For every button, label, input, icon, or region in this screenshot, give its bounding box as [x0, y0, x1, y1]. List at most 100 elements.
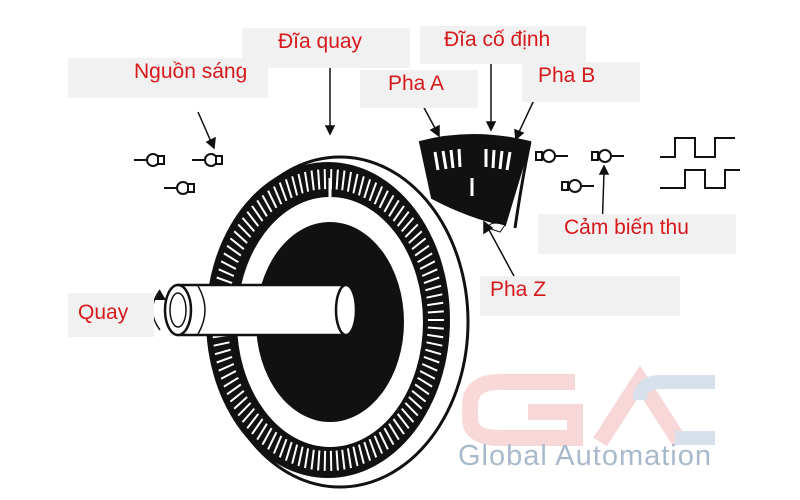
disk-slot [218, 268, 235, 277]
disk-slot [363, 179, 372, 199]
disk-slot [267, 431, 278, 450]
disk-slot [392, 205, 405, 222]
disk-slot [404, 402, 419, 417]
disk-slot [414, 244, 430, 257]
shaft [151, 283, 358, 337]
disk-slot [229, 390, 245, 403]
disk-slot [373, 186, 384, 205]
light-source-icon [192, 153, 223, 167]
disk-slot [373, 435, 384, 454]
disk-slot [426, 341, 443, 347]
receiver-icon [561, 179, 594, 193]
disk-slot [220, 370, 237, 380]
disk-slot [241, 407, 256, 423]
disk-slot [304, 171, 310, 192]
disk-slot [357, 444, 365, 464]
disk-slot [261, 194, 273, 213]
disk-slot [341, 449, 346, 470]
disk-slot [425, 284, 442, 292]
disk-slot [226, 383, 242, 396]
disk-slot [291, 176, 299, 196]
disk-slot [317, 450, 321, 471]
disk-slot [427, 301, 444, 307]
disk-slot [425, 348, 442, 356]
disk-slot [378, 190, 389, 209]
disk-slot [421, 363, 438, 372]
disk-slot [297, 446, 304, 467]
label-quay: Quay [68, 293, 154, 337]
disk-slot [251, 418, 264, 435]
brand-tagline: Global Automation [458, 440, 712, 472]
disk-slot [272, 435, 283, 454]
disk-slot [272, 186, 283, 205]
disk-slot [297, 173, 304, 194]
disk-slot [383, 194, 395, 213]
disk-slot [400, 217, 415, 233]
disk-slot [278, 438, 288, 458]
disk-slot [261, 427, 273, 446]
disk-slot [396, 211, 410, 227]
disk-slot [237, 223, 252, 238]
disk-slot [284, 179, 293, 199]
disk-slot [417, 252, 433, 264]
disk-slot [284, 441, 293, 461]
disk-slot [223, 252, 239, 264]
disk-slot [392, 418, 405, 435]
disk-slot [310, 449, 315, 470]
disk-slot [427, 326, 444, 330]
disk-slot [213, 341, 230, 347]
disk-slot [411, 390, 427, 403]
disk-slot [419, 370, 436, 380]
disk-slot [341, 170, 346, 191]
disk-slot [256, 199, 268, 217]
disk-slot [419, 260, 436, 270]
disk-slot [346, 171, 352, 192]
disk-slot [216, 355, 233, 364]
light-sources [134, 153, 223, 195]
light-source-icon [134, 153, 165, 167]
disk-slot [421, 268, 438, 277]
disk-slot [233, 396, 248, 410]
disk-slot [396, 413, 410, 429]
disk-slot [426, 293, 443, 299]
disk-slot [423, 355, 440, 364]
disk-slot [400, 407, 415, 423]
disk-slot [237, 402, 252, 417]
disk-slot [414, 383, 430, 396]
disk-slot [256, 423, 268, 441]
gac-logo [462, 365, 715, 447]
label-dia-quay: Đĩa quay [242, 28, 410, 68]
disk-slot [408, 230, 423, 244]
disk-slot [214, 348, 231, 356]
disk-slot [357, 176, 365, 196]
label-cam-bien-thu: Cảm biến thu [538, 214, 736, 254]
disk-slot [241, 217, 256, 233]
label-pha-a: Pha A [360, 70, 478, 108]
square-wave-icon [660, 137, 740, 189]
disk-slot [408, 396, 423, 410]
disk-slot [233, 230, 248, 244]
disk-slot [220, 260, 237, 270]
disk-slot [267, 190, 278, 209]
disk-slot [291, 444, 299, 464]
disk-slot [346, 448, 352, 469]
disk-slot [251, 205, 264, 222]
receiver-icon [535, 149, 568, 163]
fixed-disk [418, 134, 532, 233]
disk-slot [226, 244, 242, 257]
disk-slot [335, 450, 339, 471]
disk-slot [423, 276, 440, 285]
label-dia-co-dinh: Đĩa cố định [420, 26, 586, 64]
disk-slot [310, 170, 315, 191]
disk-slot [383, 427, 395, 446]
receiver-icon [591, 149, 624, 163]
disk-slot [352, 446, 359, 467]
disk-slot [218, 363, 235, 372]
disk-slot [317, 169, 321, 190]
disk-slot [388, 423, 400, 441]
disk-slot [278, 182, 288, 202]
disk-slot [411, 237, 427, 250]
disk-slot [368, 182, 378, 202]
disk-slot [363, 441, 372, 461]
